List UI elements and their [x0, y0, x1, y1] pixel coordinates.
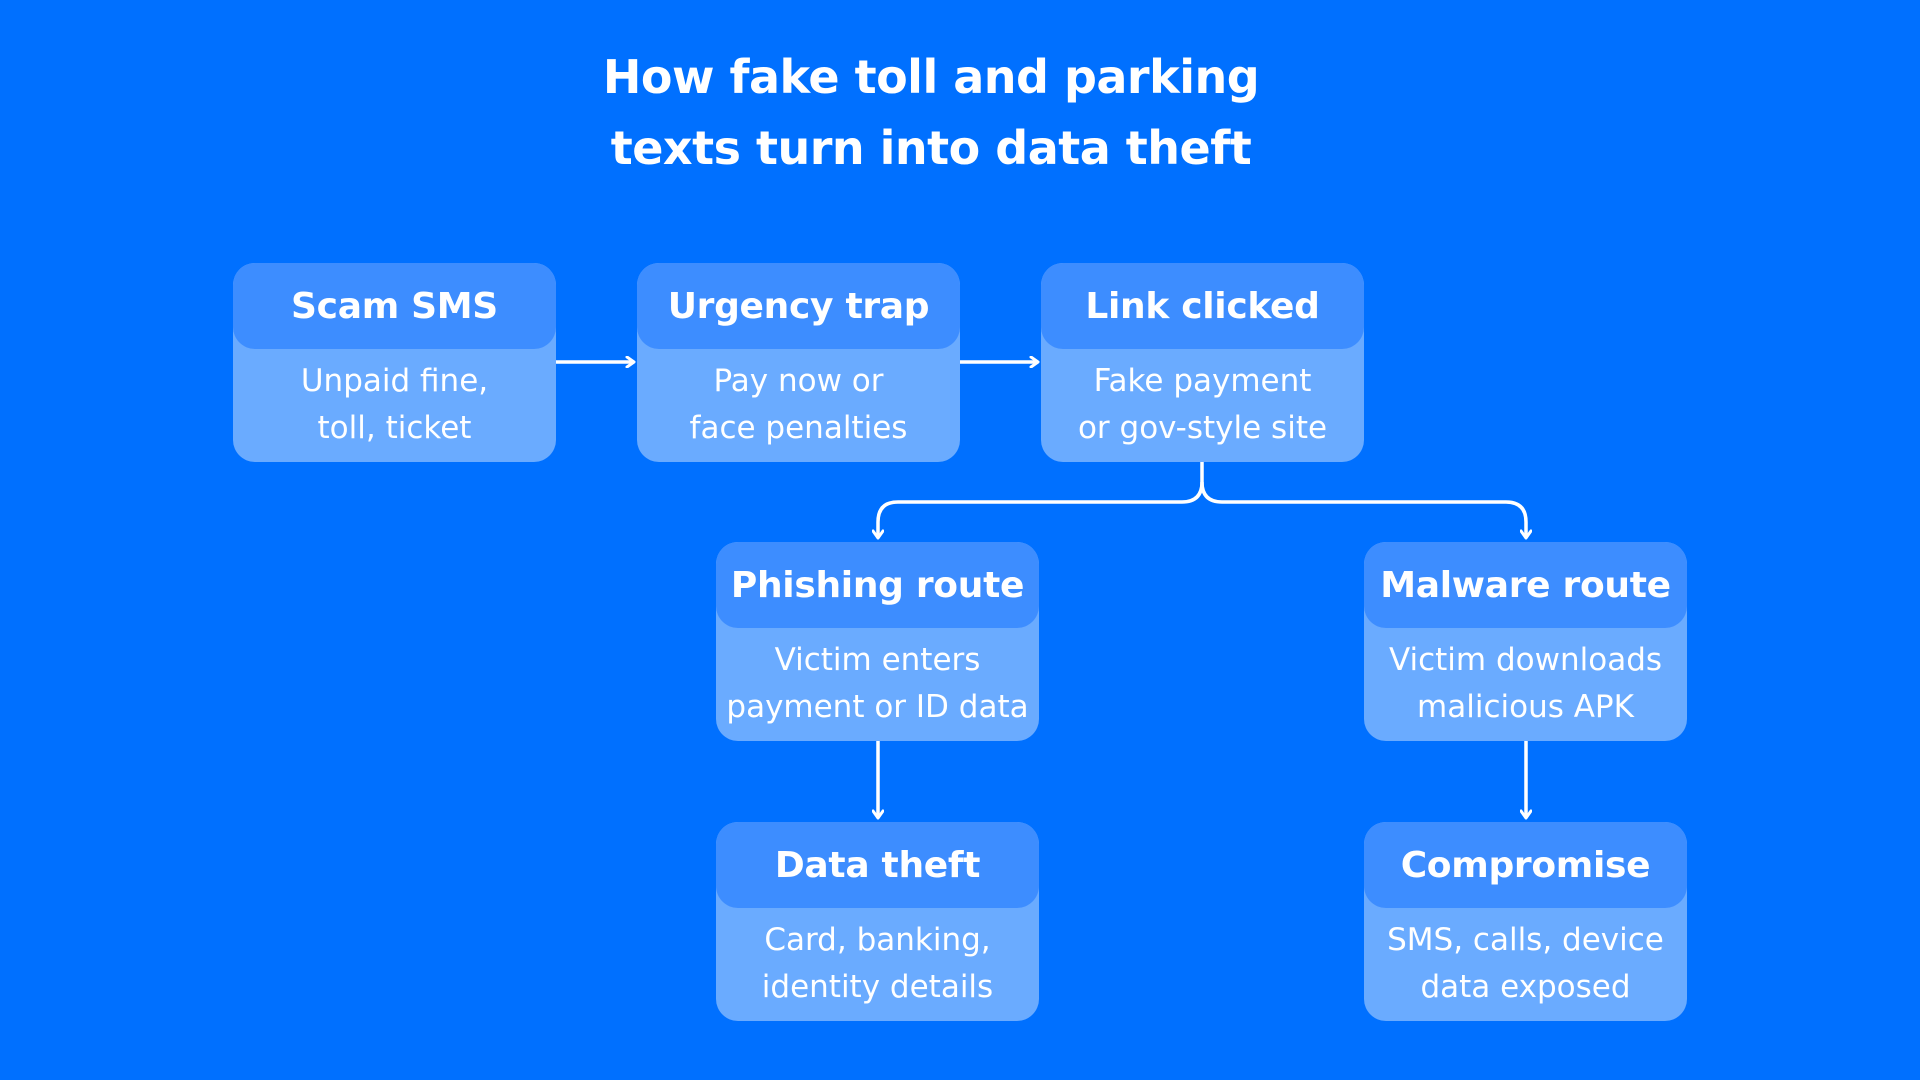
- node-data-theft: Data theft Card, banking, identity detai…: [716, 822, 1039, 1021]
- node-title: Link clicked: [1041, 263, 1364, 349]
- arrow-link-to-phishing: [878, 462, 1204, 538]
- node-desc-line: or gov-style site: [1077, 410, 1328, 446]
- title-line-2: texts turn into data theft: [610, 121, 1252, 175]
- node-title: Malware route: [1364, 542, 1687, 628]
- node-description: SMS, calls, device data exposed: [1364, 908, 1687, 1011]
- node-title: Compromise: [1364, 822, 1687, 908]
- node-desc-line: Card, banking,: [764, 922, 991, 958]
- node-description: Victim downloads malicious APK: [1364, 628, 1687, 731]
- node-title: Phishing route: [716, 542, 1039, 628]
- node-desc-line: Unpaid fine,: [300, 363, 489, 399]
- node-description: Unpaid fine, toll, ticket: [233, 349, 556, 452]
- node-title: Data theft: [716, 822, 1039, 908]
- node-desc-line: toll, ticket: [317, 410, 472, 446]
- node-desc-line: malicious APK: [1417, 689, 1634, 725]
- node-desc-line: SMS, calls, device: [1387, 922, 1664, 958]
- node-description: Fake payment or gov-style site: [1041, 349, 1364, 452]
- node-description: Card, banking, identity details: [716, 908, 1039, 1011]
- node-desc-line: Victim downloads: [1388, 642, 1663, 678]
- title-line-1: How fake toll and parking: [602, 50, 1260, 104]
- node-desc-line: payment or ID data: [726, 689, 1029, 725]
- node-title: Urgency trap: [637, 263, 960, 349]
- node-description: Victim enters payment or ID data: [716, 628, 1039, 731]
- node-desc-line: face penalties: [689, 410, 908, 446]
- node-desc-line: Victim enters: [774, 642, 981, 678]
- node-compromise: Compromise SMS, calls, device data expos…: [1364, 822, 1687, 1021]
- node-desc-line: data exposed: [1420, 969, 1631, 1005]
- node-title: Scam SMS: [233, 263, 556, 349]
- node-urgency-trap: Urgency trap Pay now or face penalties: [637, 263, 960, 462]
- diagram-title: How fake toll and parking texts turn int…: [0, 42, 1862, 184]
- node-desc-line: identity details: [761, 969, 994, 1005]
- node-link-clicked: Link clicked Fake payment or gov-style s…: [1041, 263, 1364, 462]
- node-phishing-route: Phishing route Victim enters payment or …: [716, 542, 1039, 741]
- arrow-link-to-malware: [1200, 481, 1526, 538]
- node-malware-route: Malware route Victim downloads malicious…: [1364, 542, 1687, 741]
- node-desc-line: Fake payment: [1093, 363, 1312, 399]
- node-scam-sms: Scam SMS Unpaid fine, toll, ticket: [233, 263, 556, 462]
- node-description: Pay now or face penalties: [637, 349, 960, 452]
- node-desc-line: Pay now or: [713, 363, 884, 399]
